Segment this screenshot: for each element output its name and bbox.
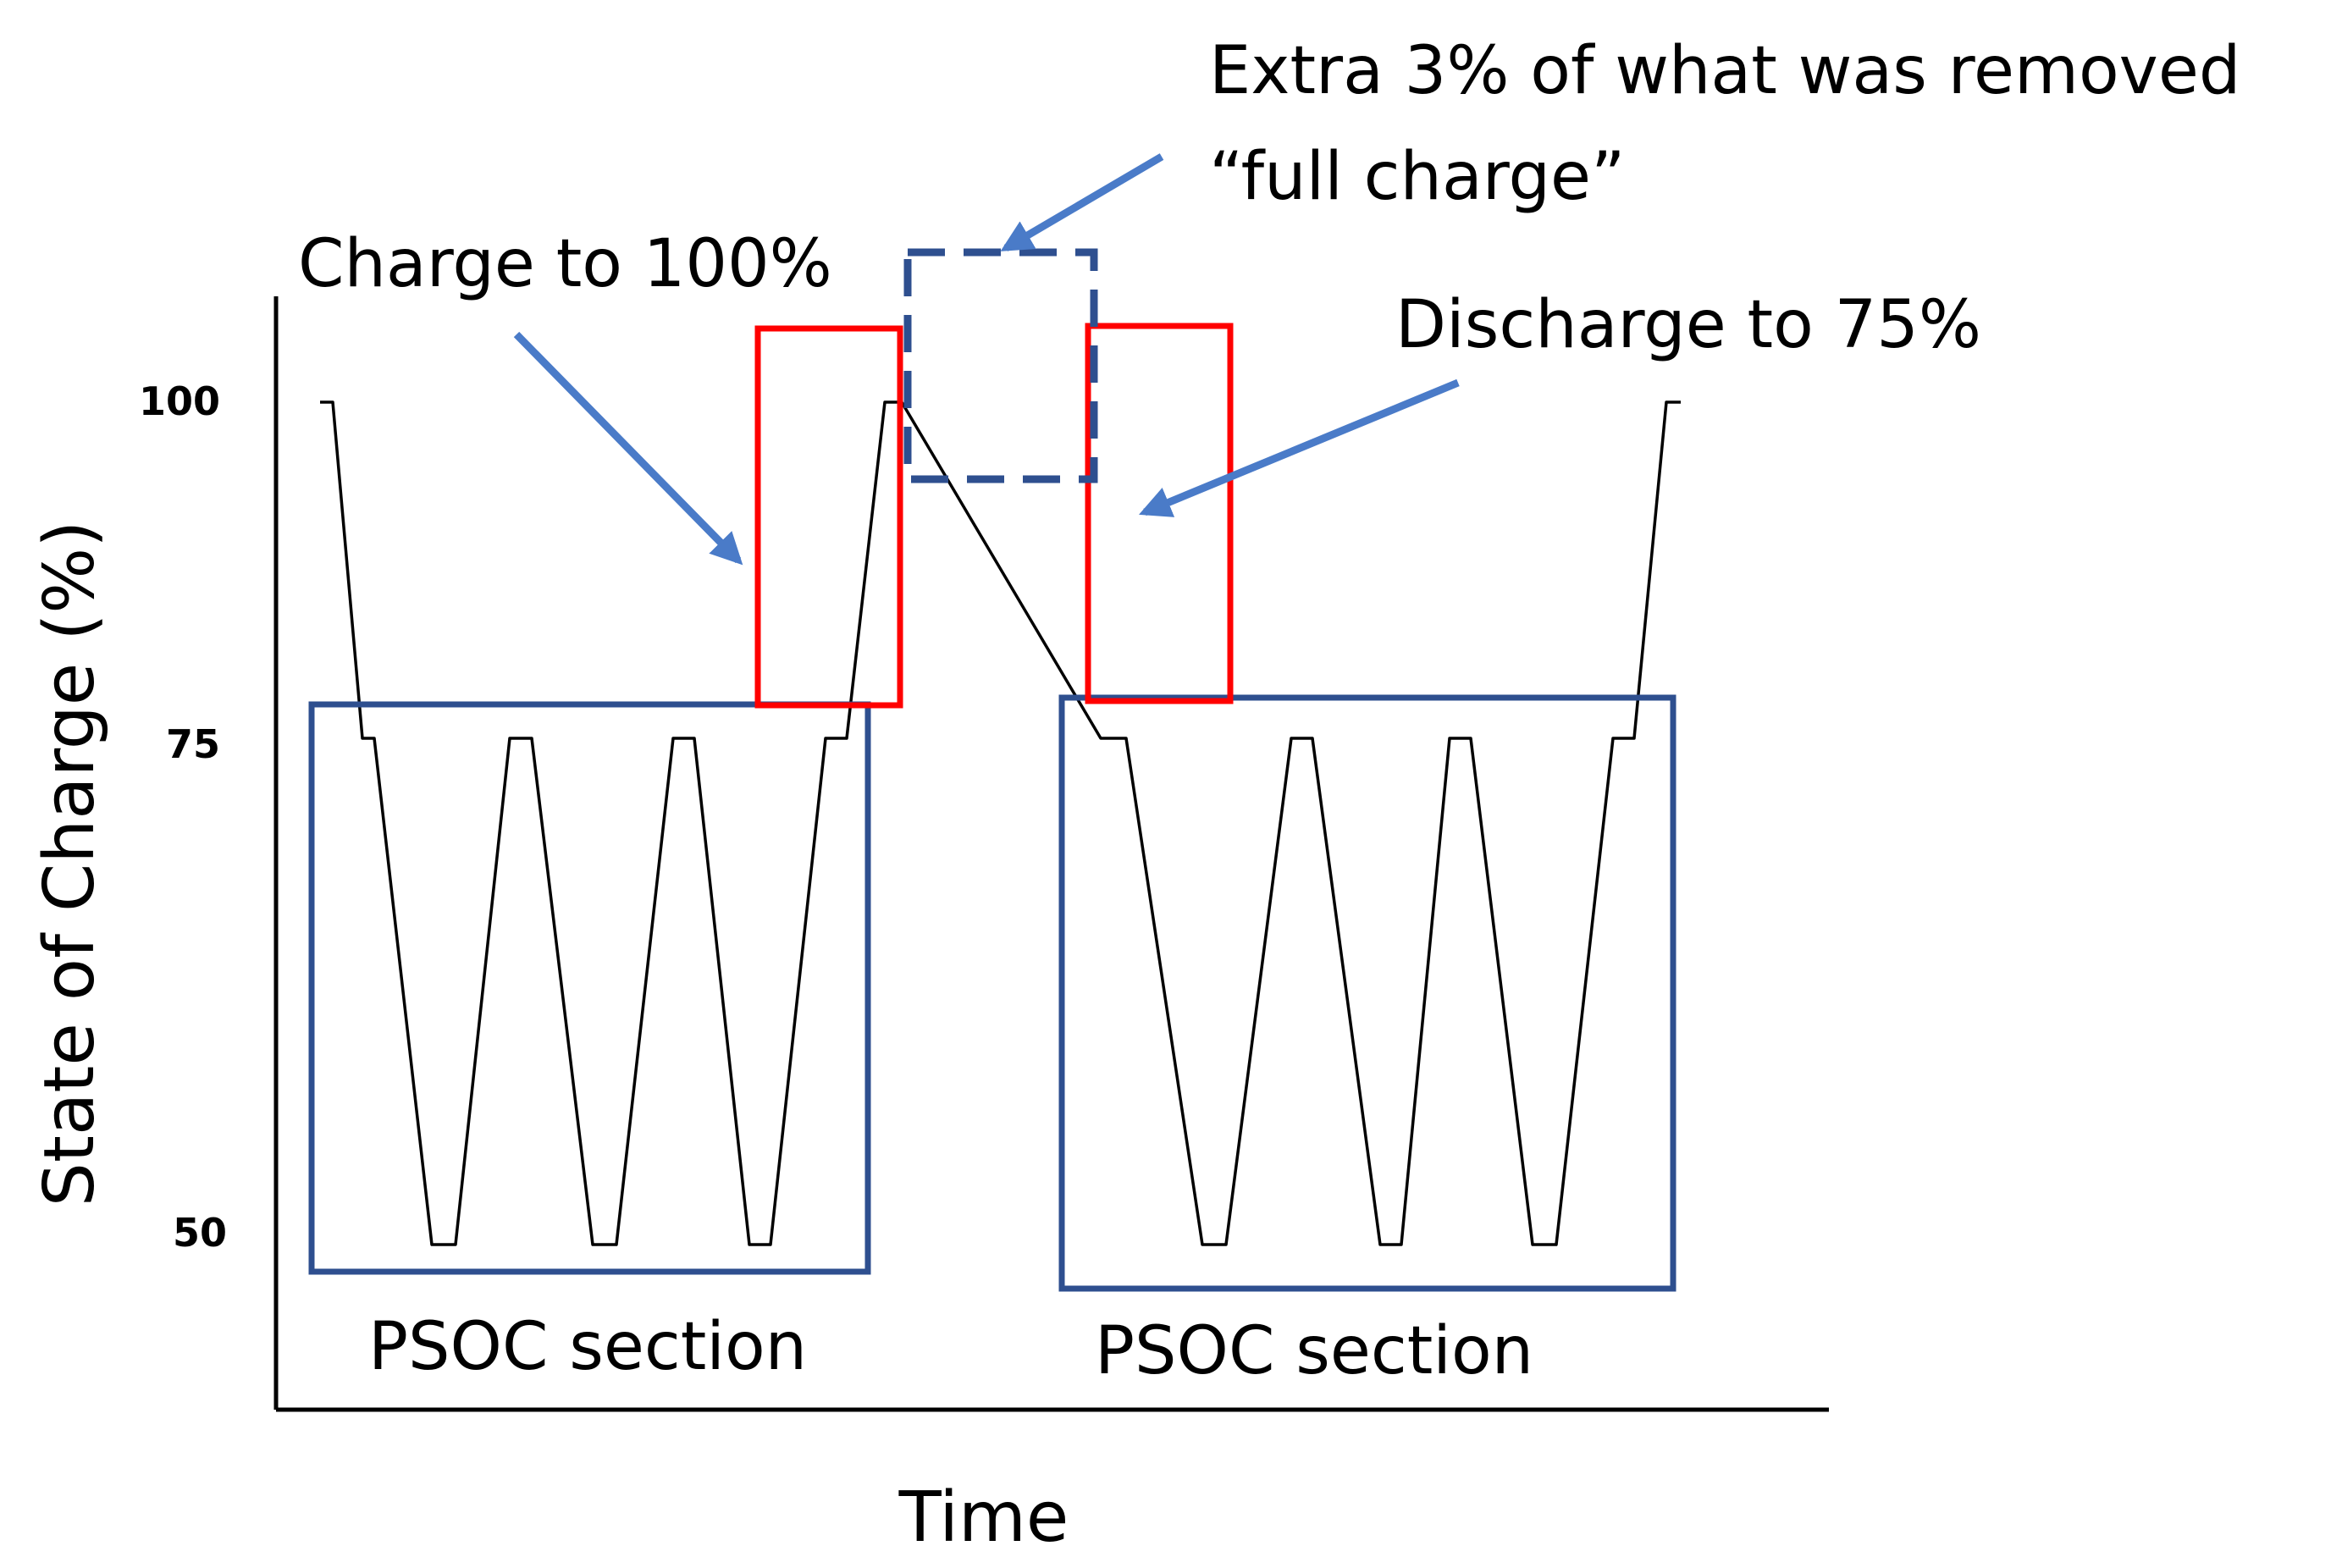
y-tick-label-100: 100 <box>139 378 220 424</box>
extra-charge-dashed-box <box>903 248 1098 483</box>
psoc-box-right <box>1058 694 1676 1292</box>
charge-arrow <box>513 331 743 566</box>
charge-annotation: Charge to 100% <box>298 226 832 302</box>
x-axis-label: Time <box>898 1477 1069 1558</box>
soc-series-line <box>320 400 1681 1246</box>
discharge-annotation: Discharge to 75% <box>1395 287 1981 363</box>
psoc-section-label-left: PSOC section <box>368 1309 807 1385</box>
y-tick-label-75: 75 <box>166 721 220 767</box>
extra-charge-annotation-line2: “full charge” <box>1209 139 1625 215</box>
extra-charge-arrow <box>1000 153 1164 251</box>
discharge-highlight-box <box>1085 323 1234 704</box>
psoc-section-label-right: PSOC section <box>1095 1313 1533 1389</box>
charge-highlight-box <box>754 325 903 709</box>
y-axis-label: State of Charge (%) <box>30 521 110 1206</box>
y-tick-label-50: 50 <box>173 1210 227 1256</box>
extra-charge-annotation-line1: Extra 3% of what was removed <box>1209 33 2240 109</box>
psoc-box-left <box>308 701 871 1275</box>
discharge-arrow <box>1139 378 1460 517</box>
